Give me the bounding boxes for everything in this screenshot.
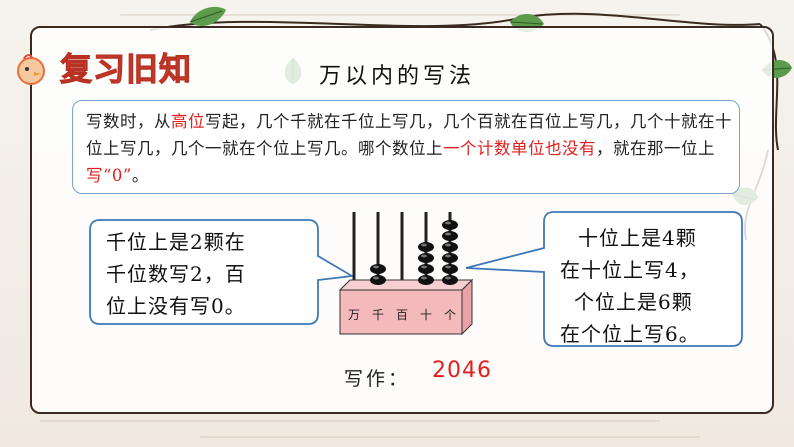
wood-grain (120, 14, 680, 16)
bead-highlight (445, 221, 451, 225)
leaf-icon (189, 6, 226, 26)
right-callout-line: 在个位上写6。 (560, 322, 700, 346)
abacus-bead (442, 242, 458, 252)
abacus-bead (442, 220, 458, 230)
place-label: 千 (372, 308, 384, 322)
abacus-rod (376, 212, 380, 286)
right-callout-line: 在十位上写4， (560, 258, 700, 282)
rule-part: 。 (131, 166, 149, 185)
rule-highlight: 写“0” (86, 166, 132, 185)
right-callout-line: 十位上是4颗 (578, 226, 697, 250)
bead-highlight (445, 265, 451, 269)
answer-value: 2046 (432, 358, 492, 383)
bead-highlight (421, 243, 427, 247)
abacus-base-side (461, 278, 473, 336)
bead-highlight (373, 265, 379, 269)
bead-highlight (421, 254, 427, 258)
bead-highlight (445, 276, 451, 280)
left-callout-line: 千位上是2颗在 (106, 230, 246, 254)
chick-icon (17, 54, 45, 85)
abacus-bead (418, 264, 434, 274)
bead-highlight (373, 276, 379, 280)
abacus-bead (442, 275, 458, 285)
place-label: 百 (396, 308, 408, 322)
bead-highlight (421, 265, 427, 269)
rule-part: 写起，几个千就在千位上写几，几个百就在百位上写几，几个十就在十位上写几，几个一就… (86, 112, 732, 158)
bead-highlight (445, 254, 451, 258)
bead-highlight (421, 276, 427, 280)
left-callout-line: 位上没有写0。 (106, 294, 246, 318)
abacus-rod (400, 212, 404, 286)
left-callout-line: 千位数写2，百 (106, 262, 246, 286)
abacus: 万千百十个 (338, 212, 474, 336)
wood-grain (40, 420, 660, 422)
abacus-base-front (339, 289, 463, 335)
wood-grain (200, 436, 700, 438)
abacus-bead (442, 253, 458, 263)
place-label: 十 (420, 308, 432, 322)
abacus-rod (352, 212, 356, 286)
bead-highlight (445, 243, 451, 247)
abacus-bead (370, 264, 386, 274)
rule-part: 写数时，从 (86, 112, 171, 131)
rule-box (72, 100, 740, 194)
section-title: 复习旧知 (59, 50, 193, 89)
right-callout-line: 个位上是6颗 (574, 290, 693, 314)
left-callout-bubble (89, 219, 355, 325)
abacus-bead (442, 264, 458, 274)
right-callout-bubble (465, 211, 743, 347)
place-label: 万 (348, 308, 360, 322)
topic-title: 万以内的写法 (318, 64, 475, 89)
bead-highlight (445, 232, 451, 236)
answer-label: 写作： (344, 368, 411, 390)
rule-highlight: 一个计数单位也没有 (443, 139, 596, 158)
abacus-bead (370, 275, 386, 285)
abacus-bead (418, 253, 434, 263)
abacus-bead (418, 275, 434, 285)
abacus-bead (442, 231, 458, 241)
rule-text: 写数时，从高位写起，几个千就在千位上写几，几个百就在百位上写几，几个十就在十位上… (86, 108, 736, 189)
rule-highlight: 高位 (171, 112, 205, 131)
place-label: 个 (444, 308, 456, 322)
rule-part: ，就在那一位上 (596, 139, 715, 158)
abacus-bead (418, 242, 434, 252)
